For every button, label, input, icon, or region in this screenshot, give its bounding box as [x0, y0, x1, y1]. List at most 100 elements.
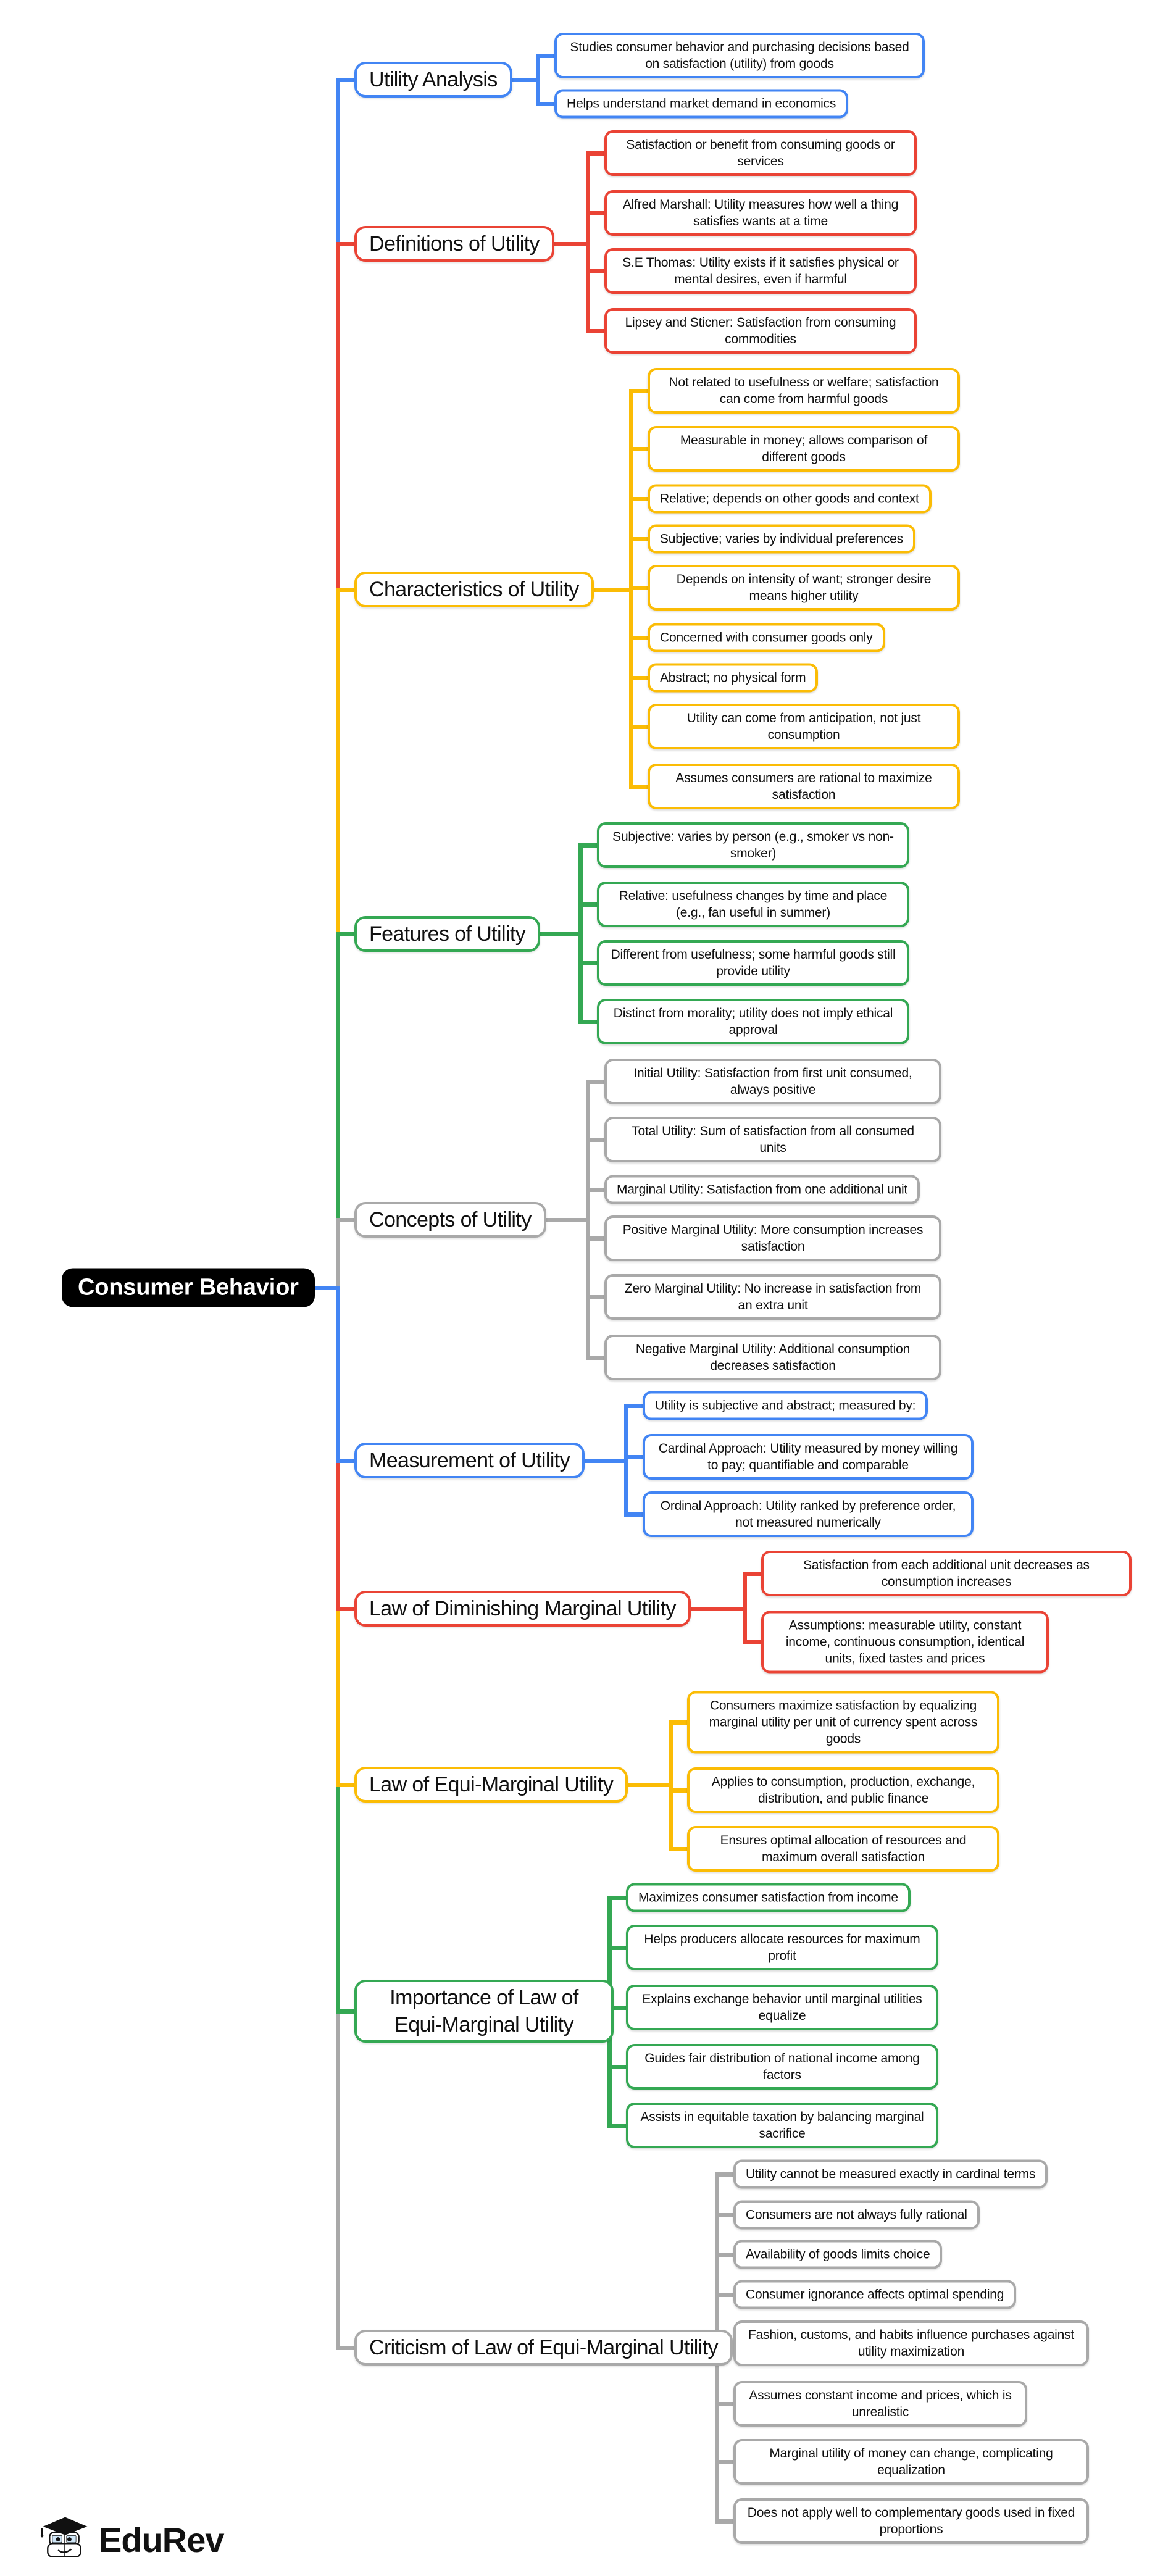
- node-features-of-utility-child-4: Distinct from morality; utility does not…: [597, 999, 909, 1044]
- branch-label-definitions-of-utility: Definitions of Utility: [354, 226, 554, 262]
- connector-trunk-line: [585, 151, 590, 333]
- node-characteristics-of-utility-child-5: Depends on intensity of want; stronger d…: [648, 565, 960, 611]
- connector-line: [580, 1019, 601, 1024]
- connector-line: [609, 1945, 630, 1950]
- connector-line: [588, 1294, 609, 1299]
- connector-line: [631, 724, 652, 729]
- node-criticism-of-law-of-equi-marginal-utility-child-4: Consumer ignorance affects optimal spend…: [733, 2280, 1017, 2309]
- connector-line: [717, 2401, 738, 2406]
- node-features-of-utility-child-2: Relative: usefulness changes by time and…: [597, 882, 909, 927]
- connector-line: [717, 2292, 738, 2297]
- connector-line: [609, 2064, 630, 2069]
- node-features-of-utility-child-1: Subjective: varies by person (e.g., smok…: [597, 822, 909, 868]
- node-characteristics-of-utility-child-2: Measurable in money; allows comparison o…: [648, 426, 960, 472]
- node-importance-of-law-of-equi-marginal-utility-child-2: Helps producers allocate resources for m…: [626, 1925, 938, 1970]
- connector-trunk-line: [335, 241, 340, 592]
- connector-trunk-line: [535, 53, 540, 106]
- connector-line: [538, 101, 559, 106]
- node-concepts-of-utility-child-3: Marginal Utility: Satisfaction from one …: [604, 1175, 920, 1204]
- connector-line: [626, 1454, 647, 1459]
- branch-label-criticism-of-law-of-equi-marginal-utility: Criticism of Law of Equi-Marginal Utilit…: [354, 2330, 733, 2366]
- node-concepts-of-utility-child-1: Initial Utility: Satisfaction from first…: [604, 1059, 941, 1104]
- connector-trunk-line: [742, 1571, 747, 1644]
- connector-trunk-line: [335, 587, 340, 936]
- connector-line: [588, 1079, 609, 1084]
- edurev-logo: EduRev: [38, 2512, 224, 2567]
- connector-trunk-line: [335, 2009, 340, 2350]
- connector-trunk-line: [335, 1458, 340, 1611]
- connector-line: [744, 1640, 765, 1644]
- connector-line: [670, 1846, 691, 1851]
- branch-label-concepts-of-utility: Concepts of Utility: [354, 1202, 546, 1238]
- node-law-of-equi-marginal-utility-child-3: Ensures optimal allocation of resources …: [687, 1826, 999, 1872]
- node-criticism-of-law-of-equi-marginal-utility-child-3: Availability of goods limits choice: [733, 2240, 943, 2269]
- node-criticism-of-law-of-equi-marginal-utility-child-1: Utility cannot be measured exactly in ca…: [733, 2159, 1048, 2189]
- connector-trunk-line: [335, 1606, 340, 1787]
- connector-line: [588, 328, 609, 333]
- branch-label-law-of-equi-marginal-utility: Law of Equi-Marginal Utility: [354, 1767, 628, 1803]
- connector-line: [588, 1187, 609, 1192]
- node-definitions-of-utility-child-3: S.E Thomas: Utility exists if it satisfi…: [604, 248, 917, 294]
- node-definitions-of-utility-child-2: Alfred Marshall: Utility measures how we…: [604, 190, 917, 236]
- connector-line: [631, 675, 652, 680]
- node-criticism-of-law-of-equi-marginal-utility-child-6: Assumes constant income and prices, whic…: [733, 2381, 1027, 2427]
- branch-label-characteristics-of-utility: Characteristics of Utility: [354, 572, 594, 607]
- node-concepts-of-utility-child-2: Total Utility: Sum of satisfaction from …: [604, 1117, 941, 1162]
- branch-label-measurement-of-utility: Measurement of Utility: [354, 1443, 585, 1478]
- node-characteristics-of-utility-child-3: Relative; depends on other goods and con…: [648, 484, 932, 514]
- connector-line: [631, 446, 652, 451]
- node-importance-of-law-of-equi-marginal-utility-child-4: Guides fair distribution of national inc…: [626, 2044, 938, 2090]
- connector-line: [609, 1895, 630, 1900]
- connector-line: [631, 496, 652, 501]
- connector-line: [588, 1355, 609, 1360]
- node-criticism-of-law-of-equi-marginal-utility-child-7: Marginal utility of money can change, co…: [733, 2439, 1089, 2485]
- connector-line: [631, 536, 652, 541]
- connector-trunk-line: [578, 843, 583, 1024]
- connector-trunk-line: [585, 1079, 590, 1360]
- connector-line: [670, 1720, 691, 1725]
- node-law-of-diminishing-marginal-utility-child-2: Assumptions: measurable utility, constan…: [761, 1611, 1049, 1674]
- node-concepts-of-utility-child-5: Zero Marginal Utility: No increase in sa…: [604, 1274, 941, 1320]
- connector-line: [588, 269, 609, 273]
- connector-line: [580, 843, 601, 848]
- connector-trunk-line: [335, 1782, 340, 2014]
- connector-line: [631, 784, 652, 789]
- connector-line: [609, 2123, 630, 2128]
- node-concepts-of-utility-child-4: Positive Marginal Utility: More consumpt…: [604, 1215, 941, 1261]
- node-utility-analysis-child-1: Studies consumer behavior and purchasing…: [554, 33, 925, 78]
- connector-line: [717, 2252, 738, 2257]
- connector-line: [588, 1137, 609, 1142]
- node-measurement-of-utility-child-2: Cardinal Approach: Utility measured by m…: [643, 1434, 974, 1480]
- node-criticism-of-law-of-equi-marginal-utility-child-5: Fashion, customs, and habits influence p…: [733, 2320, 1089, 2366]
- node-characteristics-of-utility-child-7: Abstract; no physical form: [648, 663, 819, 693]
- node-definitions-of-utility-child-4: Lipsey and Sticner: Satisfaction from co…: [604, 308, 917, 354]
- node-law-of-equi-marginal-utility-child-2: Applies to consumption, production, exch…: [687, 1767, 999, 1813]
- node-law-of-equi-marginal-utility-child-1: Consumers maximize satisfaction by equal…: [687, 1691, 999, 1754]
- node-concepts-of-utility-child-6: Negative Marginal Utility: Additional co…: [604, 1335, 941, 1380]
- node-characteristics-of-utility-child-6: Concerned with consumer goods only: [648, 623, 885, 652]
- node-utility-analysis-child-2: Helps understand market demand in econom…: [554, 89, 849, 119]
- node-law-of-diminishing-marginal-utility-child-1: Satisfaction from each additional unit d…: [761, 1551, 1132, 1596]
- connector-trunk-line: [668, 1720, 673, 1851]
- node-criticism-of-law-of-equi-marginal-utility-child-2: Consumers are not always fully rational: [733, 2200, 980, 2230]
- node-measurement-of-utility-child-3: Ordinal Approach: Utility ranked by pref…: [643, 1491, 974, 1537]
- connector-line: [580, 961, 601, 965]
- connector-trunk-line: [335, 1217, 340, 1290]
- connector-line: [670, 1788, 691, 1793]
- node-characteristics-of-utility-child-8: Utility can come from anticipation, not …: [648, 704, 960, 749]
- node-characteristics-of-utility-child-4: Subjective; varies by individual prefere…: [648, 524, 915, 554]
- connector-line: [538, 53, 559, 58]
- connector-line: [626, 1403, 647, 1408]
- edurev-logo-text: EduRev: [99, 2520, 224, 2559]
- connector-line: [631, 635, 652, 640]
- node-importance-of-law-of-equi-marginal-utility-child-5: Assists in equitable taxation by balanci…: [626, 2103, 938, 2148]
- node-characteristics-of-utility-child-1: Not related to usefulness or welfare; sa…: [648, 368, 960, 414]
- node-importance-of-law-of-equi-marginal-utility-child-3: Explains exchange behavior until margina…: [626, 1985, 938, 2030]
- connector-line: [588, 1236, 609, 1241]
- edurev-mascot-icon: [38, 2512, 90, 2567]
- branch-label-law-of-diminishing-marginal-utility: Law of Diminishing Marginal Utility: [354, 1591, 691, 1627]
- node-characteristics-of-utility-child-9: Assumes consumers are rational to maximi…: [648, 764, 960, 809]
- connector-line: [717, 2459, 738, 2464]
- root-node-consumer-behavior: Consumer Behavior: [62, 1268, 315, 1307]
